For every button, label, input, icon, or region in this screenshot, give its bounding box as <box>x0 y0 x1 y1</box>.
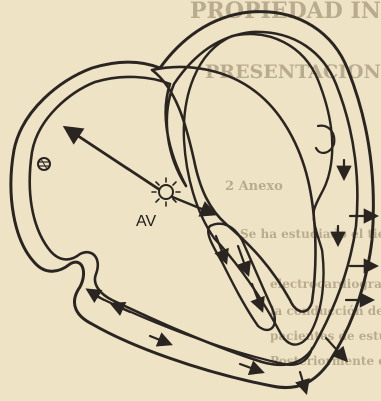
sinus-node <box>38 158 50 170</box>
outward-arrow-5 <box>300 372 306 392</box>
bleed-line-4: Se ha estudiado el tiempo <box>240 227 381 241</box>
bleed-line-3: 2 Anexo <box>225 179 283 194</box>
av-node <box>152 178 180 206</box>
atrial-arrow <box>66 128 160 190</box>
bleed-through-text: PROPIEDAD INTELE PRESENTACIONES DE LA 2 … <box>190 0 381 368</box>
bleed-line-2: PRESENTACIONES DE LA <box>205 61 381 83</box>
apex-arrow-4 <box>240 364 262 372</box>
av-node-label: AV <box>136 213 156 230</box>
apex-arrow-3 <box>150 336 170 344</box>
bleed-line-6: la conducción de un <box>270 304 381 318</box>
